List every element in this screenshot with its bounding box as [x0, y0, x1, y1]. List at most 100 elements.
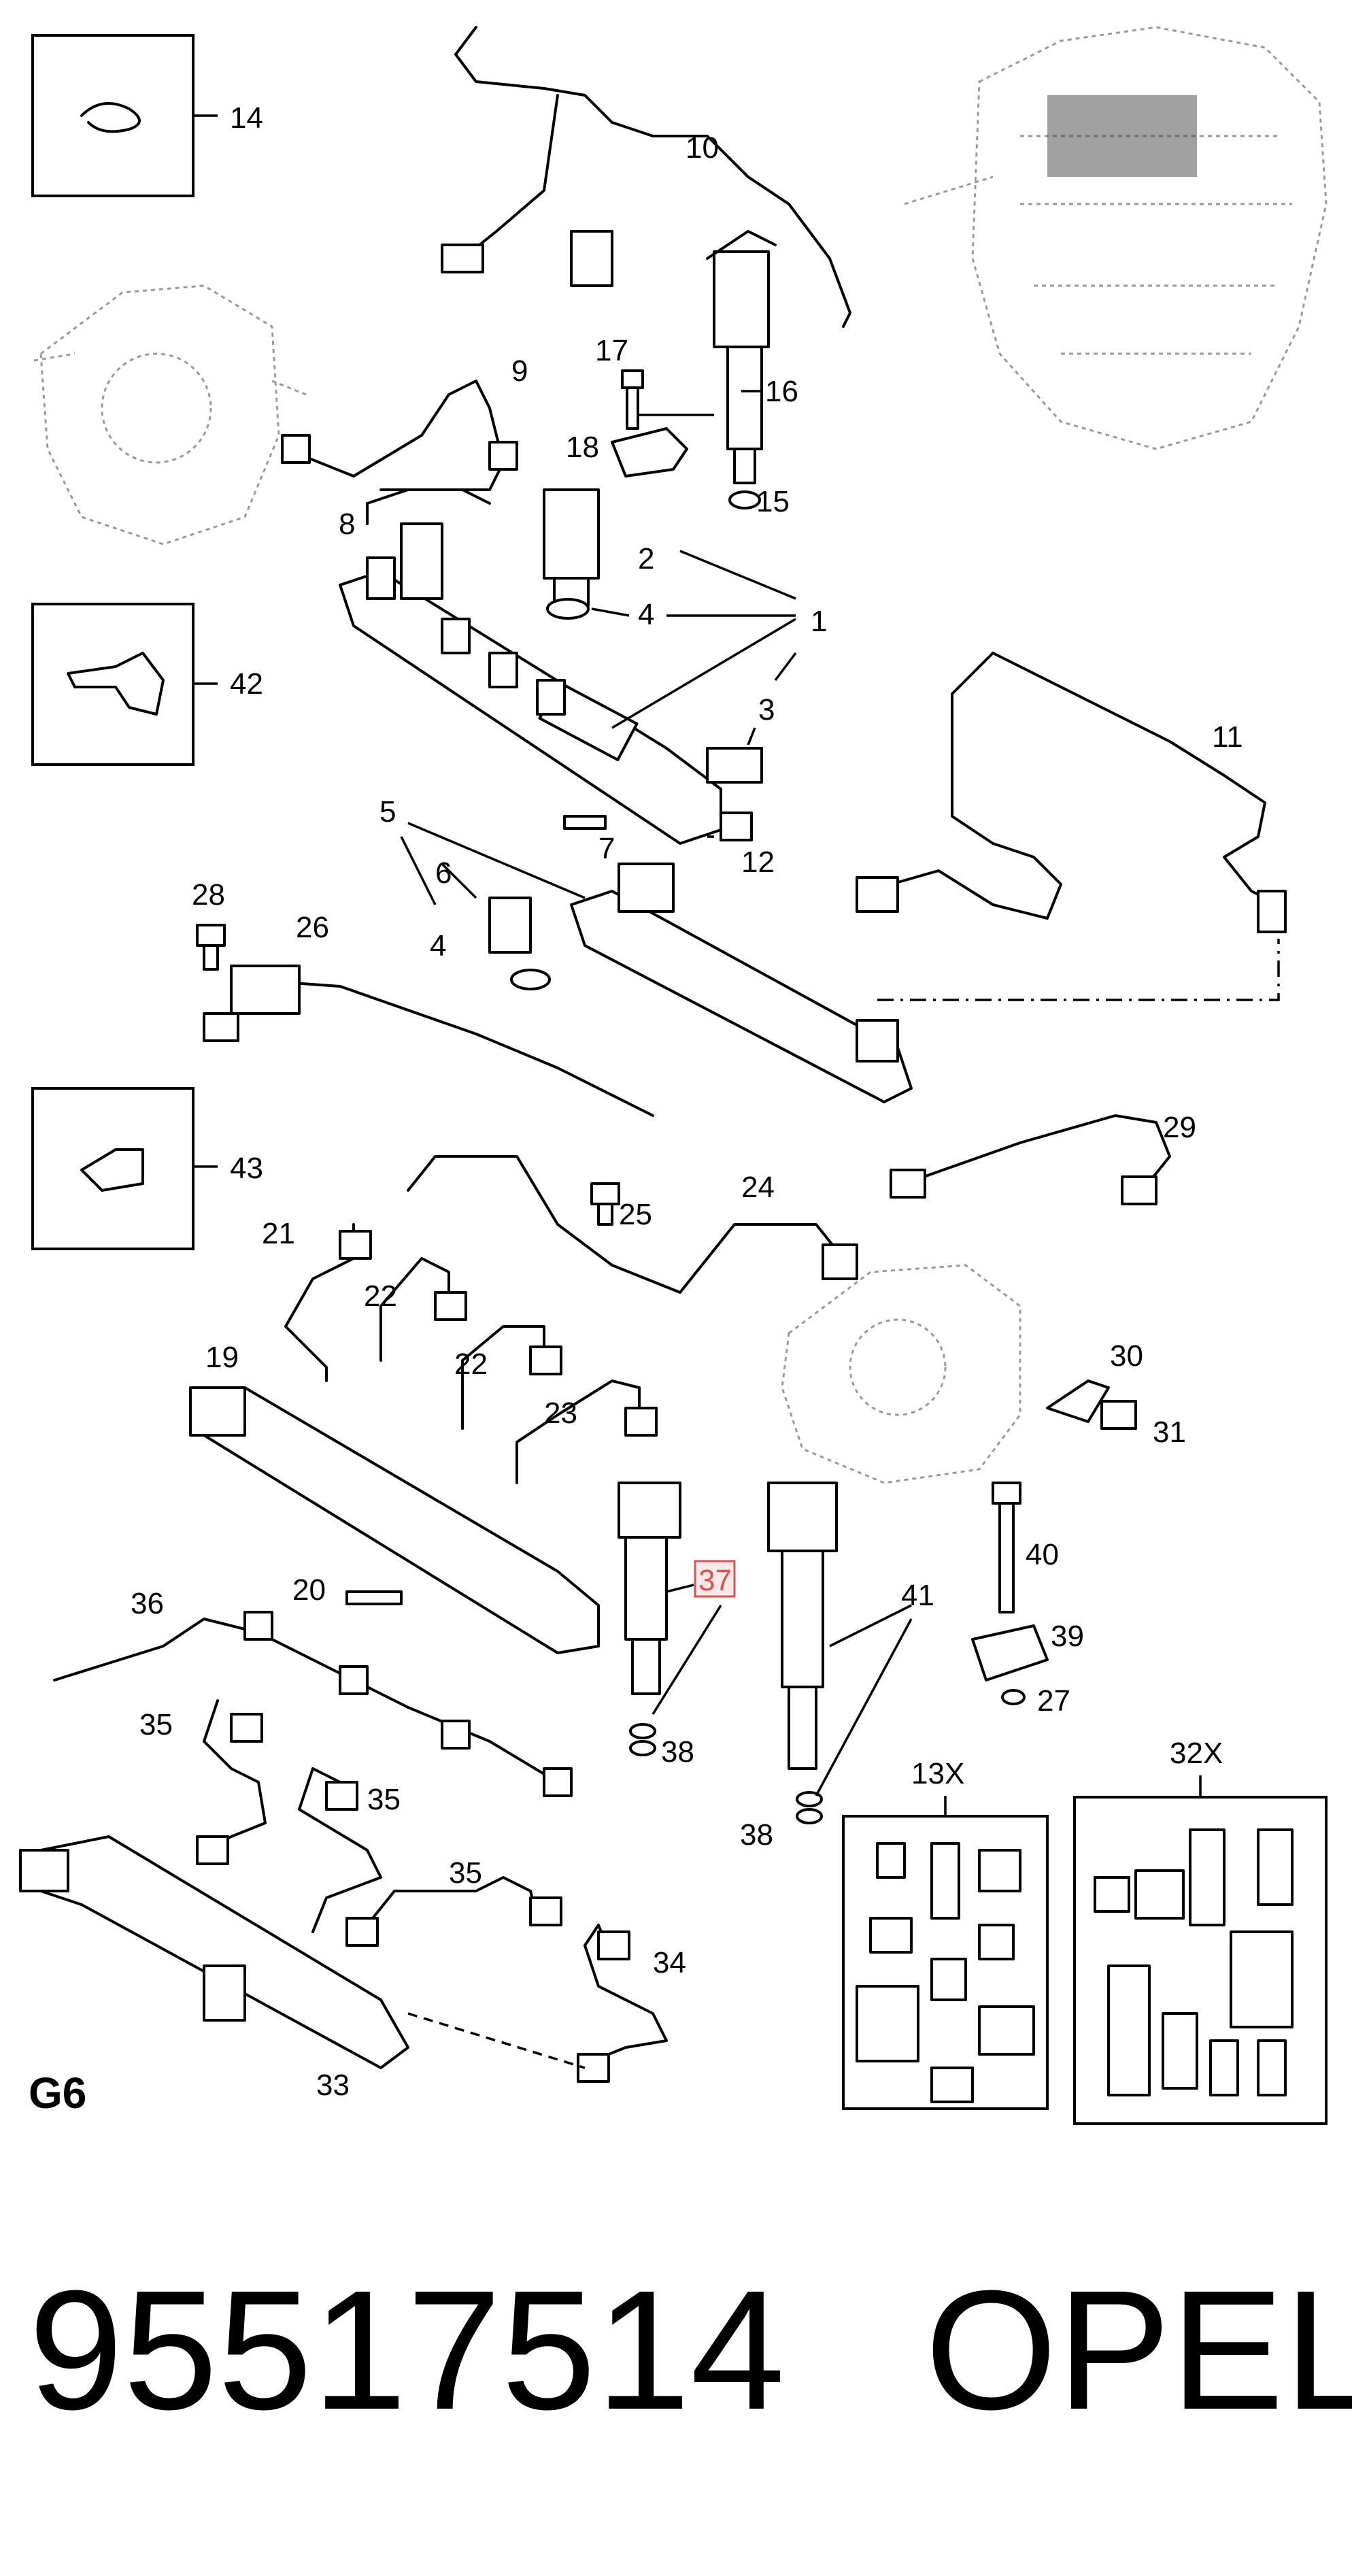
inset-box-42 — [31, 603, 218, 766]
callout-12: 12 — [741, 846, 775, 879]
callout-24: 24 — [741, 1171, 775, 1204]
callout-22-upper: 22 — [364, 1279, 397, 1313]
pump-ghost-illustration-top — [33, 284, 307, 546]
pipe-24 — [407, 1155, 858, 1294]
kit-box-32x — [1073, 1775, 1328, 2125]
callout-5: 5 — [379, 795, 396, 829]
bolt-28 — [196, 924, 226, 971]
clamp-39 — [971, 1624, 1049, 1682]
wiring-harness-11 — [856, 652, 1287, 933]
callout-22-lower: 22 — [454, 1348, 488, 1381]
callout-9: 9 — [511, 354, 528, 388]
callout-34: 34 — [653, 1946, 686, 1979]
callout-27: 27 — [1037, 1684, 1070, 1718]
callout-38-left: 38 — [661, 1735, 694, 1769]
seal-ring-4-middle — [510, 969, 551, 990]
common-rail-1 — [339, 522, 722, 845]
callout-19: 19 — [205, 1341, 239, 1374]
link-line-rail-to-harness — [877, 939, 1280, 1001]
common-rail-5 — [570, 863, 913, 1103]
callout-17: 17 — [595, 334, 628, 367]
callout-6: 6 — [435, 856, 452, 890]
part-number: 95517514 — [29, 2255, 785, 2445]
callout-14: 14 — [230, 101, 263, 135]
callout-30: 30 — [1110, 1339, 1143, 1373]
callout-31: 31 — [1153, 1416, 1186, 1449]
engine-ghost-illustration — [904, 26, 1328, 450]
bolt-25 — [590, 1182, 620, 1226]
callout-26: 26 — [296, 911, 329, 944]
pipe-35-right — [345, 1876, 562, 1947]
callout-23: 23 — [544, 1396, 577, 1430]
callout-4-middle: 4 — [430, 929, 446, 963]
callout-1: 1 — [811, 605, 827, 638]
callout-25: 25 — [619, 1198, 652, 1231]
callout-labels: 14 10 9 17 16 18 15 8 2 4 1 42 11 3 5 6 … — [131, 101, 1243, 2102]
callout-21: 21 — [262, 1217, 295, 1250]
callout-36: 36 — [131, 1587, 164, 1620]
callout-35-left: 35 — [139, 1708, 173, 1741]
pipe-23 — [516, 1379, 658, 1484]
plug-12 — [720, 812, 753, 841]
inset-box-43 — [31, 1087, 218, 1250]
common-rail-19 — [189, 1386, 600, 1654]
inset-box-14 — [31, 34, 218, 197]
callout-37: 37 — [698, 1564, 732, 1597]
sensor-2 — [543, 488, 600, 607]
callout-4-top: 4 — [638, 598, 654, 631]
callout-29: 29 — [1163, 1111, 1196, 1144]
washer-15 — [728, 490, 761, 509]
callout-15: 15 — [756, 485, 790, 518]
callout-35-right: 35 — [449, 1856, 482, 1890]
bolt-40 — [992, 1482, 1021, 1613]
seal-27 — [1001, 1689, 1026, 1705]
callout-32x: 32X — [1170, 1737, 1223, 1770]
pipe-21 — [284, 1223, 372, 1382]
callout-28: 28 — [192, 878, 225, 911]
callout-39: 39 — [1051, 1620, 1084, 1653]
bolt-7 — [563, 815, 607, 830]
washer-38-right — [796, 1791, 823, 1824]
bracket-30 — [1046, 1379, 1110, 1423]
pipe-22-lower — [461, 1325, 562, 1430]
pipe-22-upper — [379, 1257, 467, 1362]
group-code-label: G6 — [29, 2069, 87, 2118]
callout-3: 3 — [758, 693, 775, 726]
pump-ghost-illustration-middle — [781, 1264, 1021, 1484]
pipe-35-left — [196, 1699, 267, 1865]
callout-42: 42 — [230, 667, 263, 701]
callout-38-right: 38 — [740, 1818, 773, 1852]
injector-37 — [618, 1482, 681, 1695]
callout-20: 20 — [292, 1573, 326, 1607]
brand-name: OPEL — [925, 2255, 1352, 2445]
callout-41: 41 — [901, 1579, 934, 1612]
harness-36 — [53, 1611, 573, 1797]
sensor-6 — [488, 897, 532, 954]
callout-18: 18 — [566, 431, 599, 464]
callout-11: 11 — [1212, 720, 1243, 754]
bolt-17 — [621, 369, 644, 430]
pipe-10 — [441, 26, 851, 328]
kit-box-13x — [842, 1796, 1049, 2110]
callout-43: 43 — [230, 1152, 263, 1185]
leader-lines — [400, 390, 913, 1796]
callout-7: 7 — [598, 832, 615, 865]
callout-10: 10 — [686, 131, 719, 165]
pipe-9 — [281, 380, 518, 525]
injector-16 — [706, 230, 777, 484]
pipe-29 — [890, 1114, 1171, 1205]
callout-8: 8 — [339, 507, 355, 541]
valve-3 — [706, 747, 763, 784]
callout-35-middle: 35 — [367, 1783, 401, 1816]
callout-40: 40 — [1026, 1538, 1059, 1571]
callout-13x: 13X — [911, 1757, 964, 1790]
callout-2: 2 — [638, 542, 654, 575]
callout-33: 33 — [316, 2069, 350, 2102]
pipe-35-middle — [298, 1767, 382, 1933]
callout-37-highlighted[interactable]: 37 — [694, 1560, 736, 1598]
bolt-31 — [1100, 1400, 1137, 1430]
common-rail-33 — [19, 1835, 586, 2069]
bolt-20 — [345, 1590, 403, 1605]
harness-26 — [203, 965, 654, 1117]
